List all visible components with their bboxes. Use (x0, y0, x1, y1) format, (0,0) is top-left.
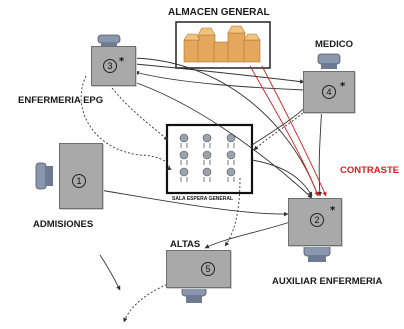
contraste-arrows (249, 65, 327, 197)
label-contraste: CONTRASTE (340, 165, 400, 176)
label-medico: MEDICO (315, 39, 353, 50)
station-3-marker: * (119, 56, 125, 67)
station-5-badge: 5 (201, 262, 215, 276)
label-admisiones: ADMISIONES (33, 219, 94, 230)
label-altas: ALTAS (170, 239, 201, 250)
storage-boxes-image (175, 21, 271, 69)
station-1-badge: 1 (72, 174, 86, 188)
label-almacen-general: ALMACEN GENERAL (168, 7, 270, 18)
chair-admisiones (35, 162, 53, 190)
waiting-room (165, 123, 254, 195)
chair-auxiliar (303, 243, 331, 262)
chair-altas (181, 285, 207, 303)
station-4-badge: 4 (322, 85, 336, 99)
station-2-badge: 2 (310, 213, 324, 227)
label-enfermeria-epg: ENFERMERIA EPG (18, 95, 104, 106)
label-auxiliar-enfermeria: AUXILIAR ENFERMERIA (272, 276, 383, 287)
station-4-marker: * (340, 81, 346, 92)
station-3-badge: 3 (103, 59, 117, 73)
desk-altas (166, 250, 231, 288)
label-sala-espera-general: SALA ESPERA GENERAL (172, 196, 234, 202)
chair-medico (317, 53, 341, 69)
station-2-marker: * (330, 205, 336, 216)
